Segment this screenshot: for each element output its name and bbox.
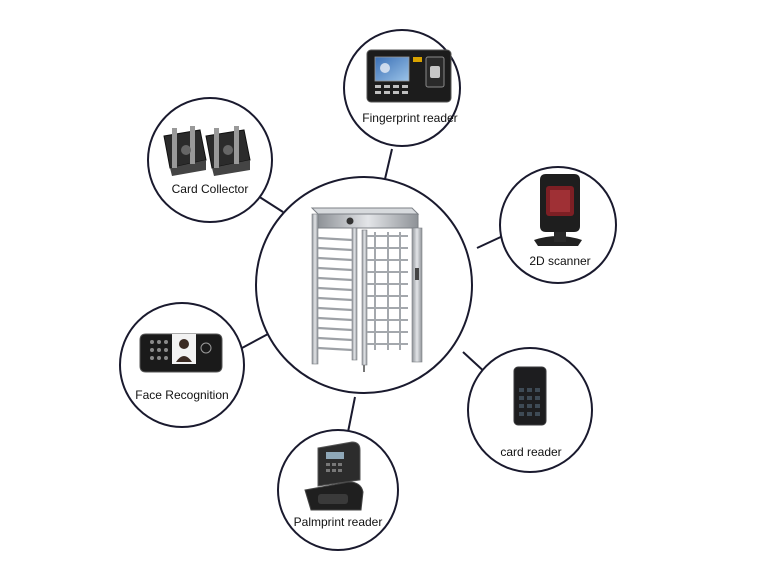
palm-reader-icon [304,441,364,511]
node-label-2d-scanner: 2D scanner [529,254,590,268]
connector-face [241,333,269,349]
node-label-fingerprint: Fingerprint reader [362,111,457,125]
node-2d-scanner: 2D scanner [499,166,617,284]
turnstile-icon [310,207,423,372]
node-label-palmprint-reader: Palmprint reader [294,515,383,529]
card-collector-icon [163,126,251,176]
node-palmprint-reader: Palmprint reader [277,429,399,551]
fingerprint-terminal-icon [366,49,452,103]
node-label-card-collector: Card Collector [172,182,249,196]
barcode-scanner-icon [534,174,582,246]
connector-palmprint [347,396,356,433]
face-terminal-icon [139,333,223,373]
connector-card-collector [257,195,284,213]
center-node [255,176,473,394]
node-card-reader: card reader [467,347,593,473]
node-label-face-recognition: Face Recognition [135,388,228,402]
card-reader-icon [513,366,547,426]
connector-fingerprint [384,148,393,180]
node-card-collector: Card Collector [147,97,273,223]
node-fingerprint-reader: Fingerprint reader [343,29,461,147]
node-label-card-reader: card reader [500,445,561,459]
node-face-recognition: Face Recognition [119,302,245,428]
